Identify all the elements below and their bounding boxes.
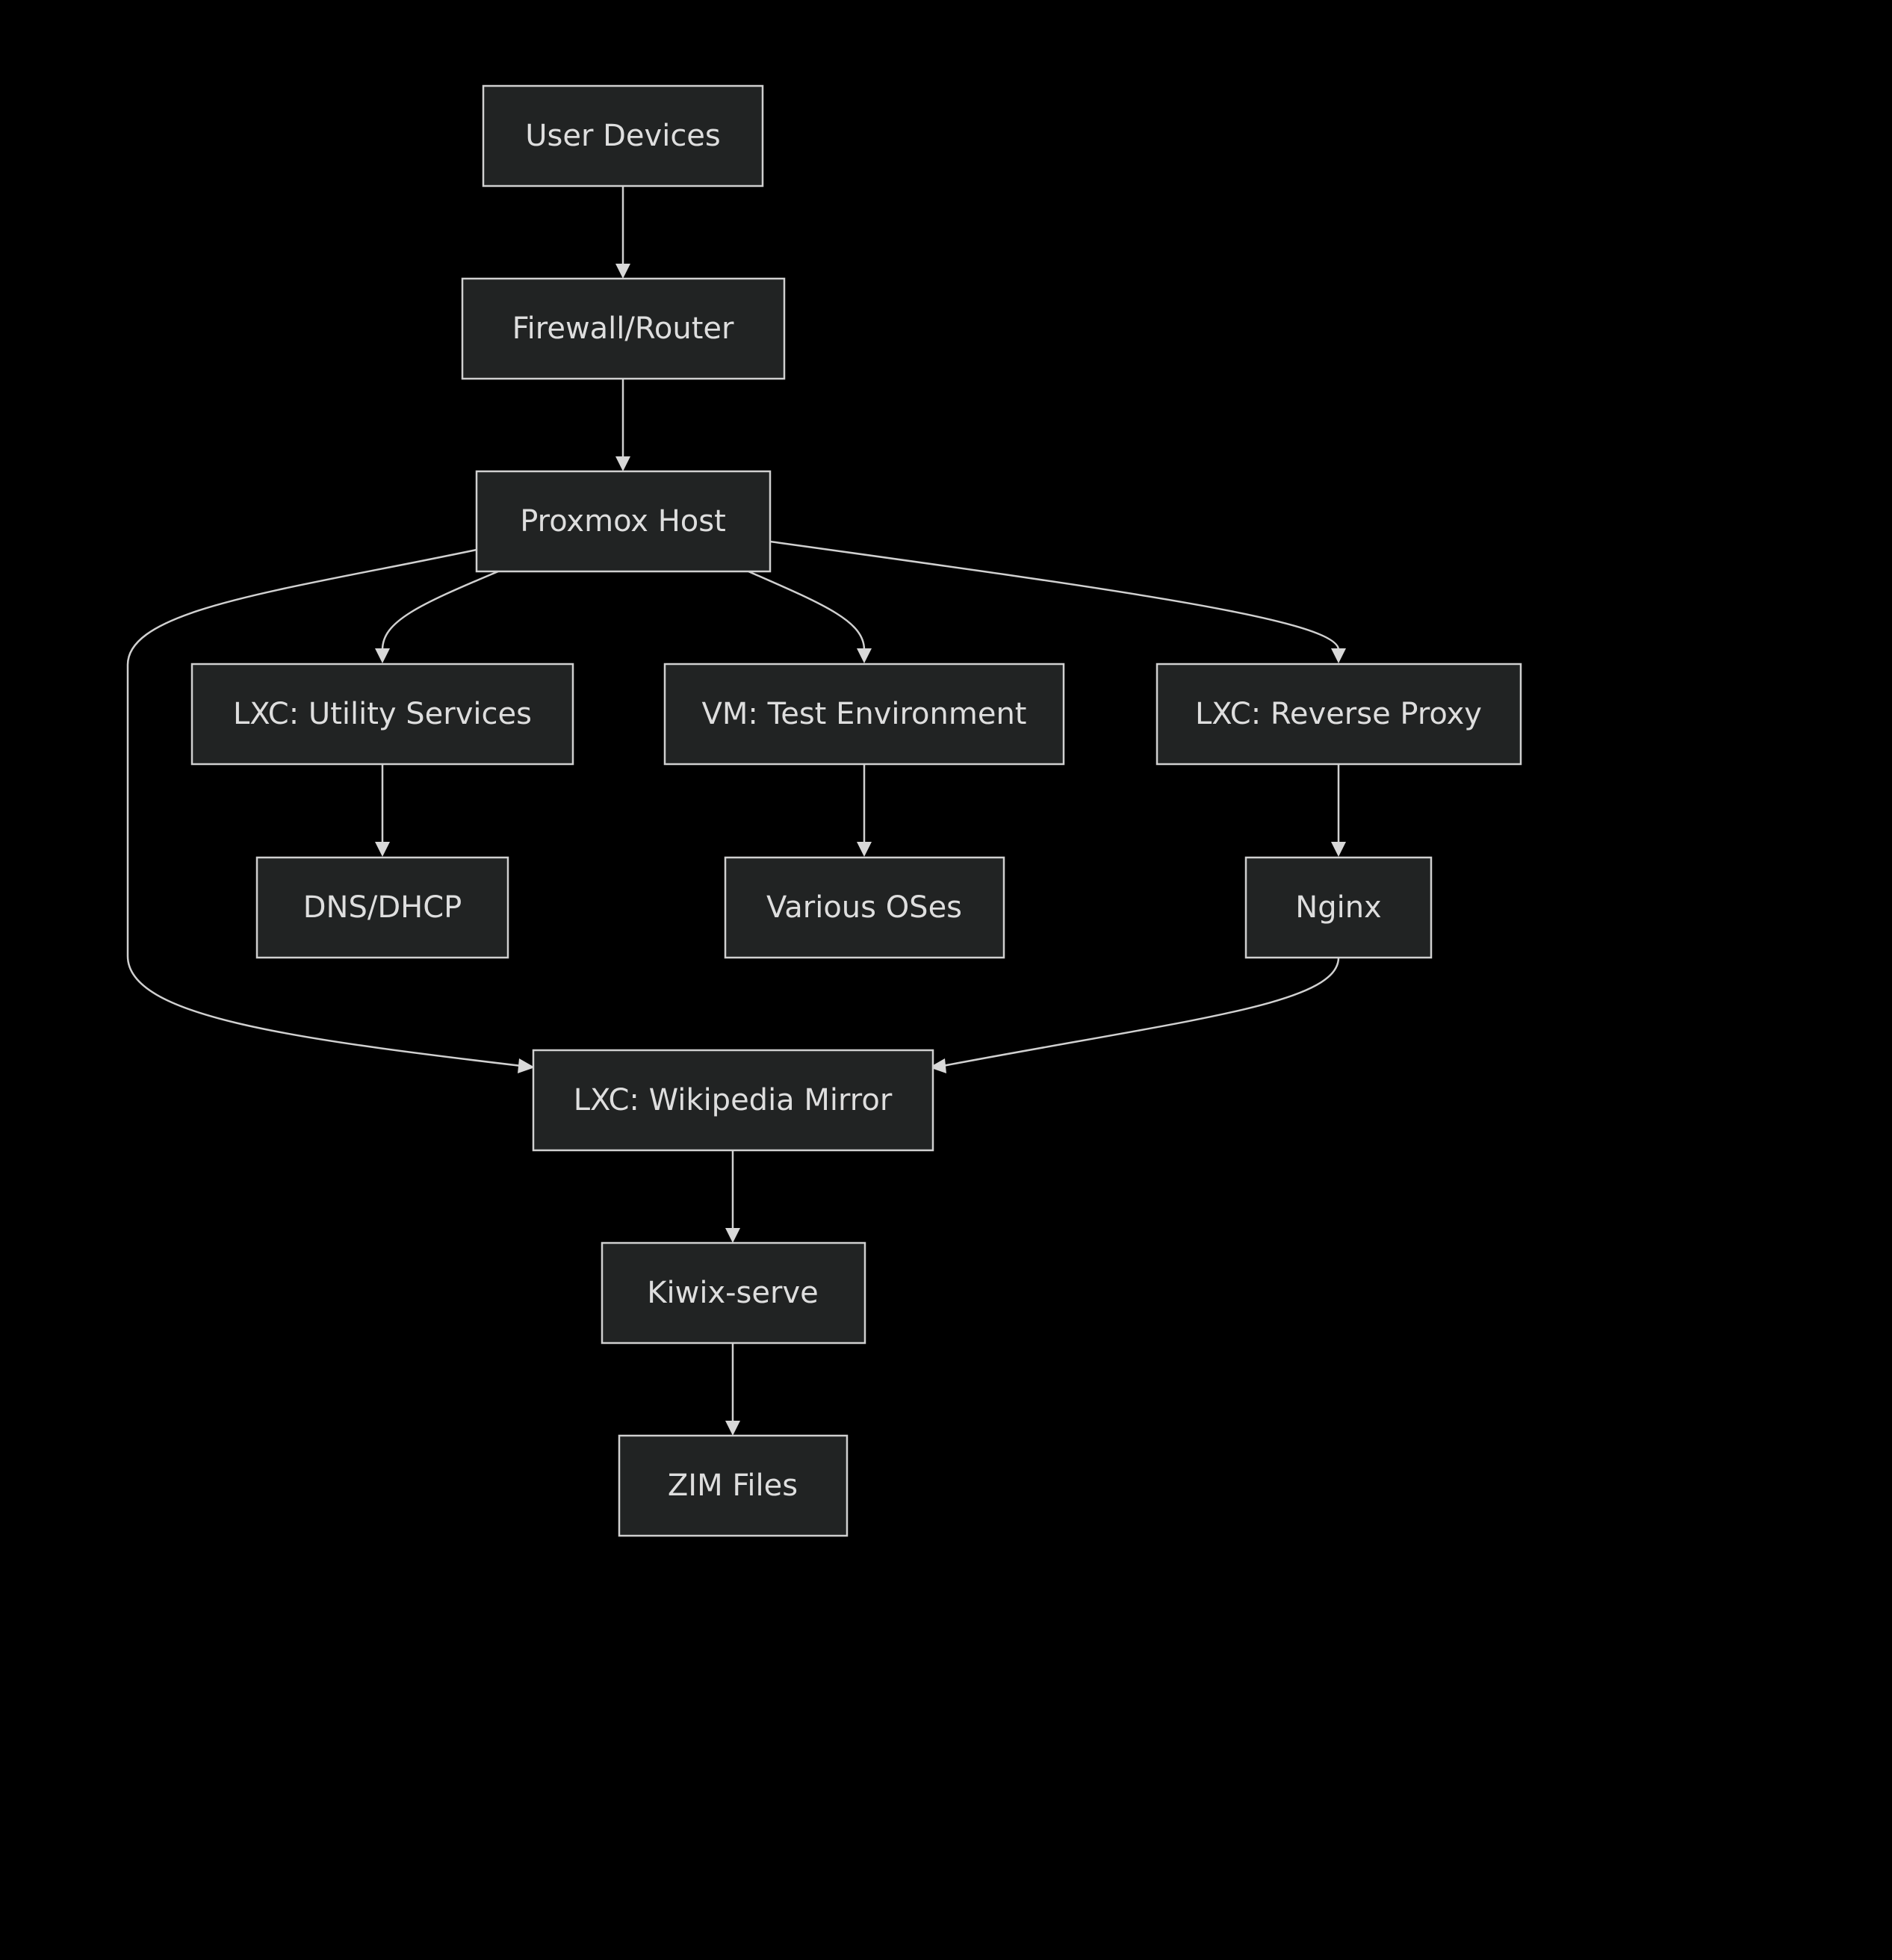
node-nginx[interactable]: Nginx xyxy=(1244,856,1433,959)
edge-proxmox-host-to-lxc-utility-services xyxy=(381,570,499,651)
node-label-user-devices: User Devices xyxy=(525,119,721,153)
node-kiwix-serve[interactable]: Kiwix-serve xyxy=(601,1241,866,1345)
arrow-head-proxmox-host xyxy=(615,456,630,471)
node-dns-dhcp[interactable]: DNS/DHCP xyxy=(255,856,509,959)
edge-proxmox-host-to-vm-test-environment xyxy=(748,570,866,651)
arrow-head-firewall-router xyxy=(615,264,630,279)
node-label-kiwix-serve: Kiwix-serve xyxy=(647,1276,818,1310)
node-vm-test-environment[interactable]: VM: Test Environment xyxy=(663,663,1065,766)
arrow-head-various-oses xyxy=(857,842,872,857)
arrow-head-lxc-utility-services xyxy=(375,648,390,663)
arrow-head-kiwix-serve xyxy=(725,1228,740,1243)
edges xyxy=(126,186,1340,1423)
node-label-vm-test-environment: VM: Test Environment xyxy=(702,697,1027,731)
node-proxmox-host[interactable]: Proxmox Host xyxy=(475,470,772,573)
node-zim-files[interactable]: ZIM Files xyxy=(618,1434,849,1537)
node-label-lxc-utility-services: LXC: Utility Services xyxy=(233,697,532,731)
arrow-head-lxc-reverse-proxy xyxy=(1331,648,1346,663)
arrow-head-dns-dhcp xyxy=(375,842,390,857)
arrow-head-nginx xyxy=(1331,842,1346,857)
node-label-dns-dhcp: DNS/DHCP xyxy=(303,890,462,925)
node-firewall-router[interactable]: Firewall/Router xyxy=(461,277,786,380)
node-label-lxc-reverse-proxy: LXC: Reverse Proxy xyxy=(1195,697,1482,731)
node-lxc-reverse-proxy[interactable]: LXC: Reverse Proxy xyxy=(1156,663,1522,766)
node-lxc-wikipedia-mirror[interactable]: LXC: Wikipedia Mirror xyxy=(532,1049,934,1152)
node-user-devices[interactable]: User Devices xyxy=(482,84,764,187)
arrow-heads xyxy=(375,264,1346,1436)
node-lxc-utility-services[interactable]: LXC: Utility Services xyxy=(190,663,574,766)
arrow-head-vm-test-environment xyxy=(857,648,872,663)
edge-nginx-to-lxc-wikipedia-mirror xyxy=(942,957,1340,1067)
node-label-lxc-wikipedia-mirror: LXC: Wikipedia Mirror xyxy=(574,1083,893,1117)
arrow-head-wikipedia-mirror-left xyxy=(518,1058,535,1073)
nodes: User Devices Firewall/Router Proxmox Hos… xyxy=(190,84,1522,1537)
arrow-head-zim-files xyxy=(725,1421,740,1436)
node-various-oses[interactable]: Various OSes xyxy=(724,856,1005,959)
edge-proxmox-host-to-lxc-reverse-proxy xyxy=(769,540,1340,651)
node-label-firewall-router: Firewall/Router xyxy=(512,311,734,346)
node-label-various-oses: Various OSes xyxy=(766,890,962,925)
arrow-head-wikipedia-mirror-right xyxy=(929,1058,946,1073)
node-label-nginx: Nginx xyxy=(1295,890,1381,925)
node-label-proxmox-host: Proxmox Host xyxy=(520,504,726,539)
node-label-zim-files: ZIM Files xyxy=(668,1469,798,1503)
edge-proxmox-host-to-lxc-wikipedia-mirror xyxy=(126,548,522,1067)
